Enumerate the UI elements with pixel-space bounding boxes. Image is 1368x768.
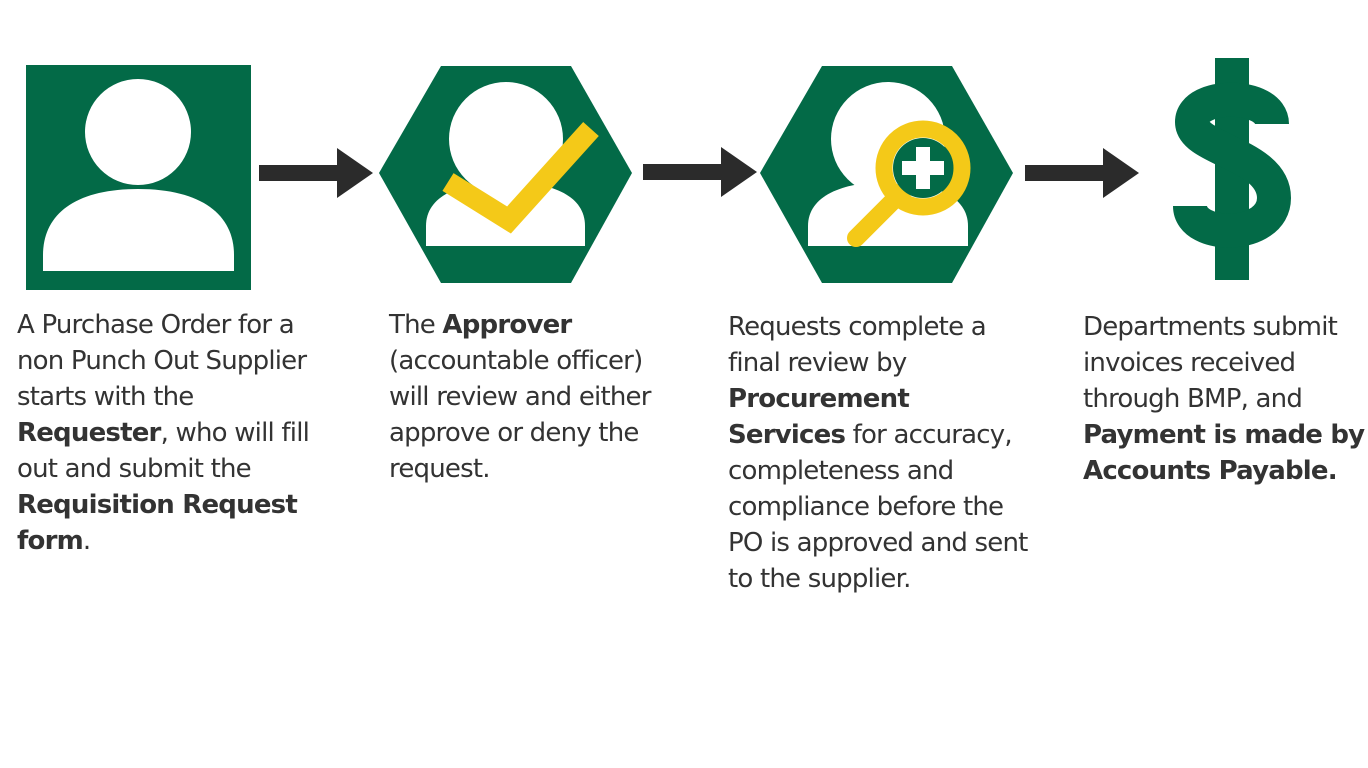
step-2-text-a: The <box>389 310 443 340</box>
step-2-text-b: (accountable officer) will review and ei… <box>389 346 651 484</box>
step-3-description: Requests complete a final review by Proc… <box>728 309 1033 597</box>
step-2-description: The Approver (accountable officer) will … <box>389 307 689 487</box>
step-3-text-b: for accuracy, completeness and complianc… <box>728 420 1028 594</box>
step-1-description: A Purchase Order for a non Punch Out Sup… <box>17 307 339 559</box>
payment-accounts-payable-label: Payment is made by Accounts Payable. <box>1083 420 1365 486</box>
flow-arrow-3 <box>1025 148 1139 198</box>
step-3-text-a: Requests complete a final review by <box>728 312 987 378</box>
step-1-text-a: A Purchase Order for a non Punch Out Sup… <box>17 310 307 412</box>
requisition-request-form-label: Requisition Request form <box>17 490 298 556</box>
procurement-magnifier-icon <box>760 66 1013 283</box>
flow-arrow-1 <box>259 148 373 198</box>
flow-arrow-2 <box>643 147 757 197</box>
procurement-services-label: Procurement Services <box>728 384 910 450</box>
requester-label: Requester <box>17 418 161 448</box>
step-1-text-b: , who will fill out and submit the <box>17 418 310 484</box>
requester-person-icon <box>26 65 251 290</box>
approver-label: Approver <box>442 310 572 340</box>
approver-check-icon <box>379 66 632 283</box>
dollar-sign-icon <box>1173 58 1292 280</box>
step-4-text-a: Departments submit invoices received thr… <box>1083 312 1338 414</box>
step-4-description: Departments submit invoices received thr… <box>1083 309 1365 489</box>
step-1-text-c: . <box>82 526 91 556</box>
